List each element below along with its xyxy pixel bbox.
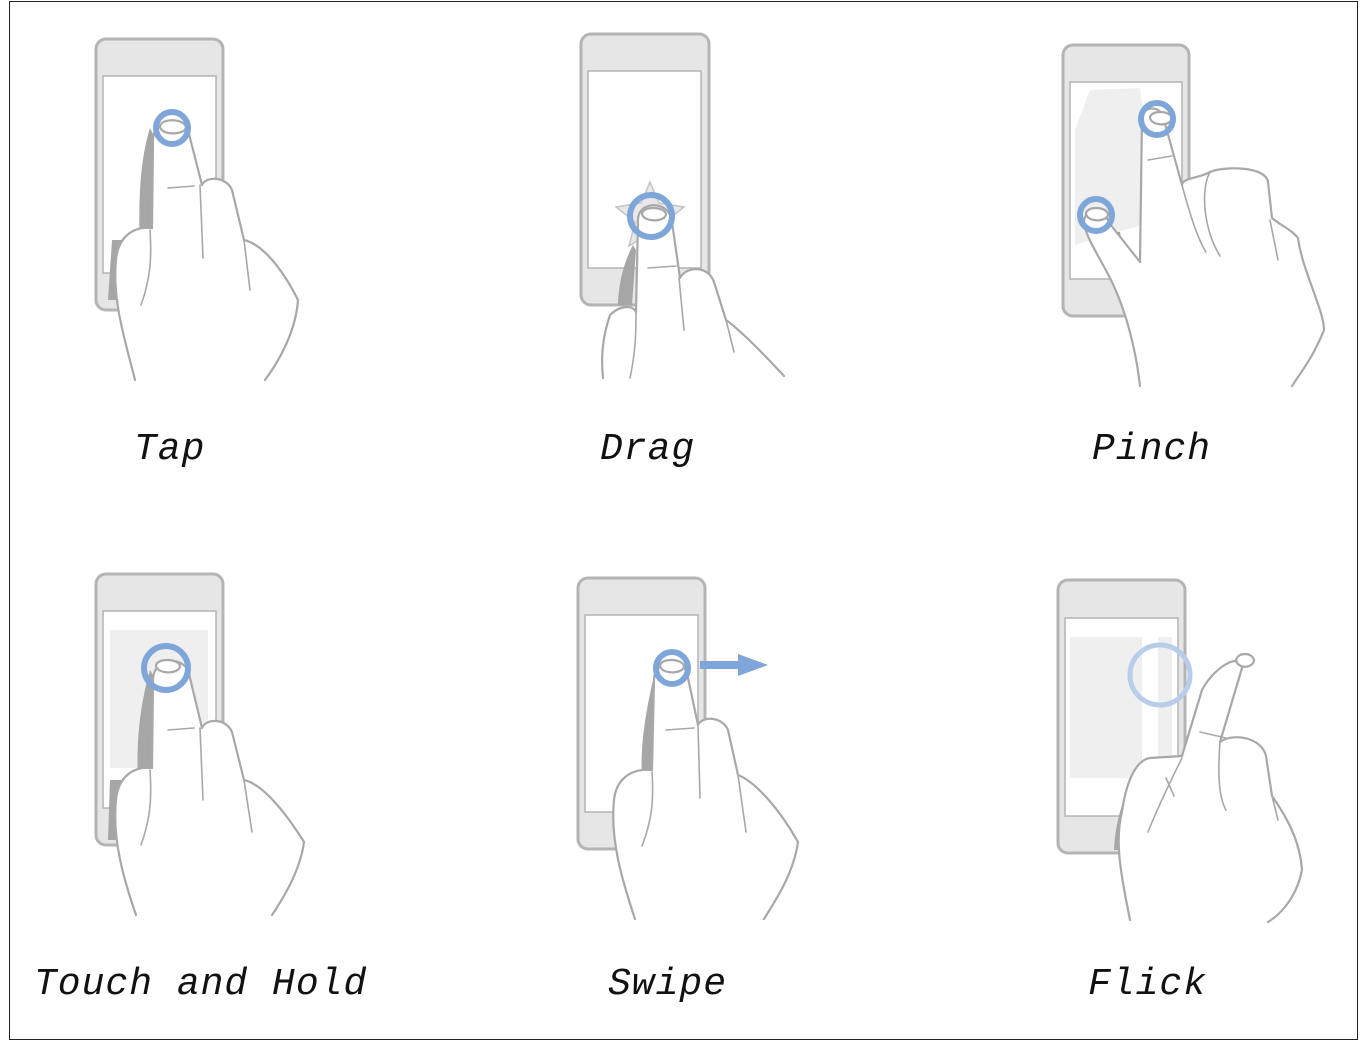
flick-gesture-cell: Flick <box>900 520 1361 1044</box>
gesture-label-swipe: Swipe <box>608 963 728 1006</box>
tap-gesture-icon <box>94 37 300 382</box>
swipe-arrow-icon <box>700 654 768 676</box>
gesture-label-flick: Flick <box>1088 963 1208 1006</box>
swipe-gesture-icon <box>576 576 800 921</box>
touch-and-hold-gesture-cell: Touch and Hold <box>0 520 450 1044</box>
flick-gesture-icon <box>1056 578 1304 924</box>
gesture-label-pinch: Pinch <box>1092 428 1212 471</box>
pinch-gesture-cell: Pinch <box>900 0 1361 520</box>
drag-gesture-cell: Drag <box>450 0 900 520</box>
gesture-label-touch-and-hold: Touch and Hold <box>34 963 368 1006</box>
drag-gesture-icon <box>579 32 786 380</box>
touch-and-hold-gesture-icon <box>94 572 306 917</box>
tap-gesture-cell: Tap <box>0 0 450 520</box>
gesture-label-drag: Drag <box>600 428 696 471</box>
pinch-gesture-icon <box>1061 43 1326 388</box>
gesture-label-tap: Tap <box>134 428 206 471</box>
swipe-gesture-cell: Swipe <box>450 520 900 1044</box>
